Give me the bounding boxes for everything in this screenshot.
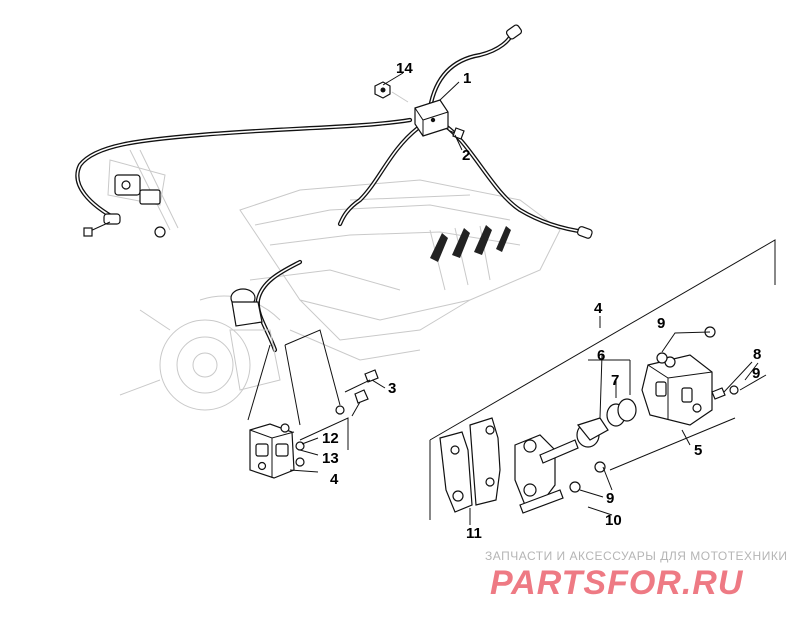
nut-14: [374, 81, 409, 103]
callout-13: 13: [322, 450, 339, 467]
callout-3: 3: [388, 380, 396, 397]
mounting-bolt-3: [344, 369, 379, 393]
exploded-frame: [429, 239, 776, 520]
callout-7: 7: [611, 372, 619, 389]
callout-11: 11: [466, 525, 482, 542]
front-grille: [430, 225, 511, 262]
bleeder-screw-8: [711, 361, 753, 400]
watermark: ЗАПЧАСТИ И АКСЕССУАРЫ ДЛЯ МОТОТЕХНИКИ PA…: [485, 549, 787, 602]
caliper-body-5: [641, 354, 713, 426]
callout-9-top: 9: [657, 315, 665, 332]
callout-8: 8: [753, 346, 761, 363]
hose-junction-block: [414, 99, 449, 137]
mounting-bolt-12: [335, 389, 369, 417]
callout-1: 1: [463, 70, 471, 87]
watermark-subtitle: ЗАПЧАСТИ И АКСЕССУАРЫ ДЛЯ МОТОТЕХНИКИ: [485, 549, 787, 563]
callout-6: 6: [597, 347, 605, 364]
piston-6: [576, 417, 609, 448]
hose-fittings: [103, 24, 593, 239]
callout-5: 5: [694, 442, 702, 459]
assembled-caliper: [249, 423, 305, 479]
callout-2: 2: [462, 147, 470, 164]
steering-knuckle: [229, 288, 281, 391]
washers-9: [569, 326, 736, 498]
callout-9-bottom: 9: [606, 490, 614, 507]
brake-pads-11: [439, 417, 501, 513]
callout-14: 14: [396, 60, 413, 77]
callout-4-exploded: 4: [594, 300, 603, 317]
callout-12: 12: [322, 430, 339, 447]
callout-10: 10: [605, 512, 622, 529]
master-cylinder: [83, 159, 166, 238]
caliper-bracket: [514, 434, 579, 514]
atv-frame-ghost: [119, 149, 561, 411]
callout-leaders: [289, 72, 767, 525]
callout-labels: 1 2 3 4 4 5 6 7 8 9 9 9 10 11 12 13 14: [322, 60, 761, 542]
callout-4-assembled: 4: [330, 471, 339, 488]
leader-lines-left: [247, 329, 349, 450]
watermark-logo: PARTSFOR.RU: [490, 564, 744, 602]
brake-hose: [75, 30, 588, 353]
seals-7: [606, 398, 637, 427]
callout-9-right: 9: [752, 365, 760, 382]
